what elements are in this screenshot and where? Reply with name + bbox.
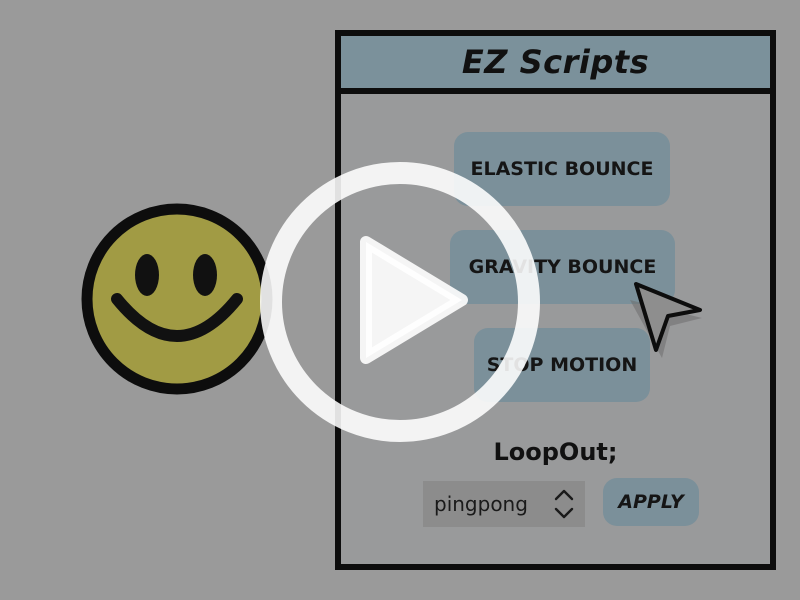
loopout-label: LoopOut; [493,438,618,466]
pointer-cursor-icon [626,278,708,358]
ez-scripts-panel: EZ Scripts ELASTIC BOUNCE GRAVITY BOUNCE… [335,30,776,570]
loop-type-value: pingpong [434,492,528,516]
up-down-chevron-icon [553,487,575,521]
apply-button[interactable]: APPLY [603,478,699,526]
loop-type-select[interactable]: pingpong [423,481,585,527]
panel-header: EZ Scripts [341,36,770,94]
panel-title: EZ Scripts [461,43,650,81]
play-icon[interactable] [258,160,542,444]
elastic-bounce-button[interactable]: ELASTIC BOUNCE [454,132,670,206]
smiley-face-icon [81,203,273,395]
